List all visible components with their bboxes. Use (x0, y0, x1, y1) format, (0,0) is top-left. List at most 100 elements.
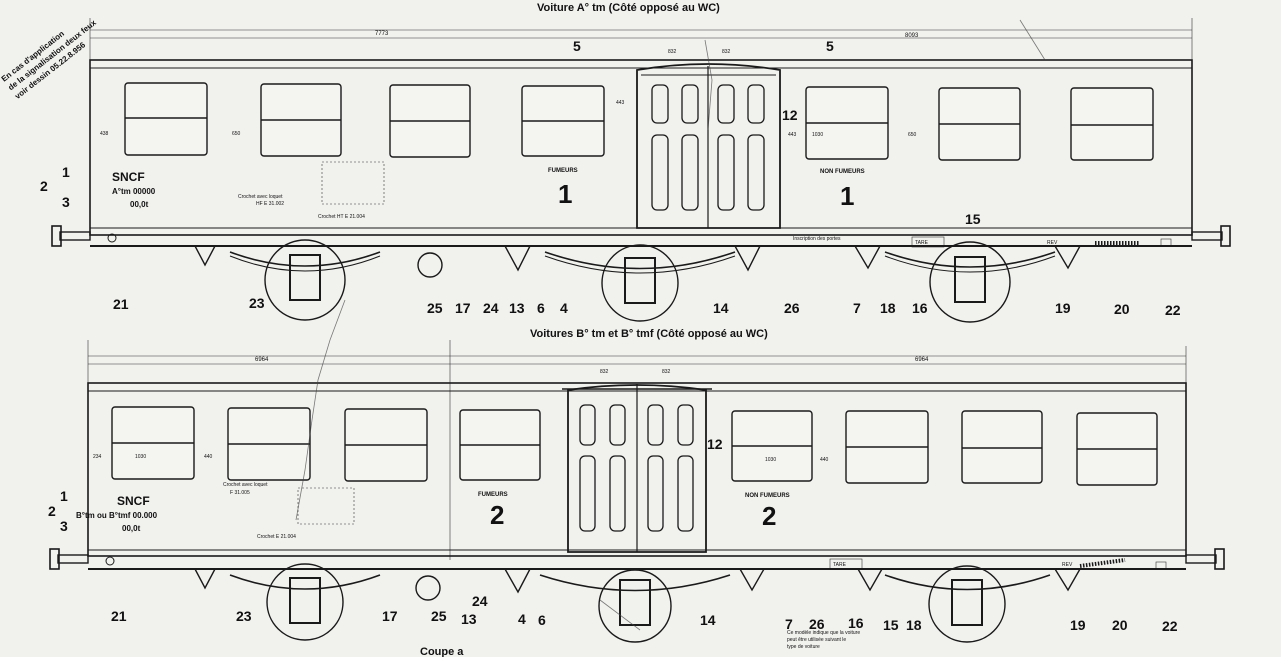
dim-650-a: 650 (232, 131, 241, 137)
stamp-sncf: SNCF (112, 170, 145, 184)
bottom-car-title: Voitures B° tm et B° tmf (Côté opposé au… (530, 328, 768, 340)
callout-20: 20 (1112, 617, 1128, 633)
top-bogie-left (229, 239, 381, 321)
callout-5b: 5 (826, 38, 834, 54)
brake-drum (417, 252, 443, 278)
stamp-type: B°tm ou B°tmf 00.000 (76, 511, 158, 520)
callout-20: 20 (1114, 301, 1130, 317)
callout-19: 19 (1055, 300, 1071, 316)
dim-443-a: 443 (616, 100, 625, 106)
bottom-dim-length-left: 6964 (255, 357, 269, 363)
bottom-car-stamp: SNCF B°tm ou B°tmf 00.000 00,0t (76, 494, 158, 533)
door-dim-left: 832 (600, 369, 609, 375)
callout-14: 14 (700, 612, 716, 628)
dim-234: 234 (93, 454, 102, 460)
callout-1: 1 (62, 164, 70, 180)
callout-16: 16 (848, 615, 864, 631)
callout-12: 12 (707, 436, 723, 452)
callout-3: 3 (60, 518, 68, 534)
bottom-bogie-right (884, 565, 1051, 643)
rev-label: REV (1047, 240, 1058, 246)
bottom-car-doors: 832 832 (562, 369, 712, 553)
tare-label: TARE (915, 240, 929, 246)
callout-6: 6 (537, 300, 545, 316)
callout-2: 2 (48, 503, 56, 519)
door-dim-right: 832 (662, 369, 671, 375)
bottom-car-windows (111, 406, 1158, 486)
top-class-mark-right: 1 (840, 181, 854, 211)
stamp-weight: 00,0t (122, 524, 141, 533)
hook-note-2: F 31.005 (230, 490, 250, 496)
top-dim-length-left: 7773 (375, 31, 389, 37)
top-car-title: Voiture A° tm (Côté opposé au WC) (537, 2, 720, 14)
callout-21: 21 (111, 608, 127, 624)
callout-16: 16 (912, 300, 928, 316)
bottom-nonsmoking-label: NON FUMEURS (745, 493, 790, 499)
callout-5a: 5 (573, 38, 581, 54)
window (961, 410, 1043, 484)
top-dim-length-right: 8093 (905, 33, 919, 39)
callout-6: 6 (538, 612, 546, 628)
top-nonsmoking-label: NON FUMEURS (820, 169, 865, 175)
bogie-note-1: Ce modèle indique que la voiture (787, 630, 860, 636)
window (1070, 87, 1154, 161)
callout-4: 4 (560, 300, 568, 316)
note-line-2: de la signalisation deux feux (6, 18, 98, 92)
stamp-type: A°tm 00000 (112, 187, 156, 196)
bottom-bogie-left (229, 563, 381, 641)
callout-15: 15 (883, 617, 899, 633)
callout-14: 14 (713, 300, 729, 316)
callout-13: 13 (509, 300, 525, 316)
callout-17: 17 (455, 300, 471, 316)
top-car-body (89, 59, 1193, 236)
callout-7: 7 (785, 616, 793, 632)
window (124, 82, 208, 156)
callout-23: 23 (249, 295, 265, 311)
callout-22: 22 (1162, 618, 1178, 634)
top-bogie-centre (544, 244, 736, 322)
bottom-dim-length-right: 6964 (915, 357, 929, 363)
callout-21: 21 (113, 296, 129, 312)
callout-17: 17 (382, 608, 398, 624)
callout-24: 24 (472, 593, 488, 609)
callout-22: 22 (1165, 302, 1181, 318)
callout-19: 19 (1070, 617, 1086, 633)
callout-25: 25 (427, 300, 443, 316)
callout-25: 25 (431, 608, 447, 624)
door-inscription: Inscription des portes (793, 236, 841, 242)
hook-note-1: Crochet avec loquet (238, 194, 283, 200)
dim-650-b: 650 (908, 132, 917, 138)
top-car: Voiture A° tm (Côté opposé au WC) 7773 8… (40, 2, 1231, 323)
hook-note-3: Crochet E 21.004 (257, 534, 296, 540)
top-bogie-right (884, 241, 1056, 323)
dim-1030-a: 1030 (135, 454, 146, 460)
door-dim-left: 832 (668, 49, 677, 55)
hook-note-3: Crochet HT E 21.004 (318, 214, 365, 220)
bottom-class-mark-right: 2 (762, 501, 776, 531)
stamp-sncf: SNCF (117, 494, 150, 508)
dim-1030: 1030 (812, 132, 823, 138)
dim-438: 438 (100, 131, 109, 137)
top-callouts: 1 2 3 4 5 5 6 7 12 13 14 15 16 17 18 19 … (40, 38, 1181, 318)
bogie-note-2: peut être utilisée suivant le (787, 637, 846, 643)
dim-440-a: 440 (204, 454, 213, 460)
callout-15: 15 (965, 211, 981, 227)
door-dim-right: 832 (722, 49, 731, 55)
callout-7: 7 (853, 300, 861, 316)
callout-4: 4 (518, 611, 526, 627)
callout-23: 23 (236, 608, 252, 624)
dim-440-b: 440 (820, 457, 829, 463)
callout-18: 18 (906, 617, 922, 633)
stamp-weight: 00,0t (130, 200, 149, 209)
bottom-smoking-label: FUMEURS (478, 492, 508, 498)
top-car-doors: 832 832 (636, 49, 781, 229)
callout-26: 26 (784, 300, 800, 316)
footer-label: Coupe a (420, 646, 464, 657)
bottom-bogie-centre (539, 569, 731, 643)
bottom-car: Voitures B° tm et B° tmf (Côté opposé au… (48, 328, 1225, 650)
hook-note-1: Crochet avec loquet (223, 482, 268, 488)
dim-443-b: 443 (788, 132, 797, 138)
hook-note-2: HF E 31.002 (256, 201, 284, 207)
callout-18: 18 (880, 300, 896, 316)
